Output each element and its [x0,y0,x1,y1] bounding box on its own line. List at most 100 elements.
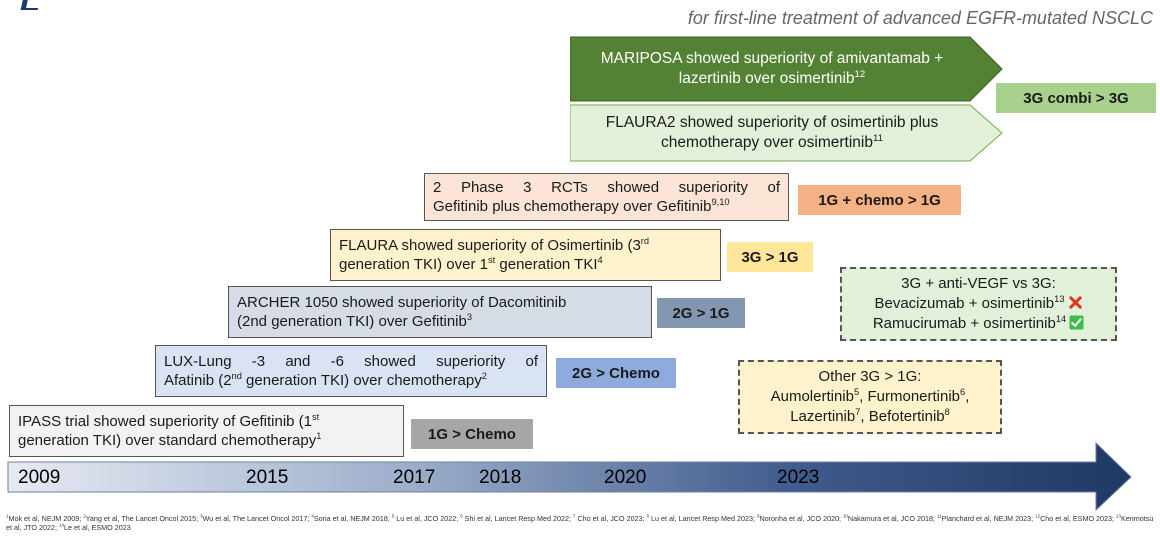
befotertinib: , Befotertinib [860,408,945,425]
reference-number: 2 [83,513,86,519]
mariposa-text: MARIPOSA showed superiority of amivantam… [572,38,972,100]
year-2009: 2009 [18,467,61,488]
mariposa-line-2: lazertinib over osimertinib [678,70,855,87]
year-2020: 2020 [604,467,647,488]
reference-number: 3 [200,513,203,519]
aumolertinib: Aumolertinib [770,388,854,405]
reference-number: 6 [460,513,463,519]
heading-fragment [0,0,60,10]
other-3g-title: Other 3G > 1G: [818,368,922,385]
ipass-box: IPASS trial showed superiority of Gefiti… [9,405,404,457]
badge-1g-gt-chemo: 1G > Chemo [411,419,533,449]
badge-2g-gt-chemo: 2G > Chemo [556,358,676,388]
reference-text: Lu et al, JCO 2022; [394,514,461,523]
mariposa-line-1: MARIPOSA showed superiority of amivantam… [600,50,944,67]
reference-text: Lu et al, Lancet Resp Med 2023; [649,514,757,523]
lazertinib-ref: 7 [855,407,861,417]
other-3g-box: Other 3G > 1G: Aumolertinib5, Furmonerti… [738,360,1002,434]
reference-number: 1 [6,513,9,519]
timeline-years: 2009 2015 2017 2018 2020 2023 [0,467,1100,491]
badge-1g-chemo-gt-1g: 1G + chemo > 1G [798,185,961,215]
ramucirumab-row: Ramucirumab + osimertinib [872,315,1056,332]
lux-line-2: Afatinib (2 [164,372,232,389]
reference-number: 9 [756,513,760,519]
reference-text: Shi et al, Lancet Resp Med 2022; [462,514,573,523]
reference-text: Cho et al, JCO 2023; [575,514,647,523]
badge-3g-combi: 3G combi > 3G [996,83,1156,113]
mariposa-arrow-shape [570,36,1003,102]
lux-ref: 2 [481,371,487,381]
cross-icon [1068,296,1082,309]
bevacizumab-row: Bevacizumab + osimertinib [874,295,1055,312]
comma: , [965,388,970,405]
reference-text: Mok et al, NEJM 2009; [8,514,84,523]
lazertinib: Lazertinib [790,408,856,425]
flaura-line-1: FLAURA showed superiority of Osimertinib… [339,237,641,254]
ipass-sup-st: st [312,412,320,422]
flaura2-text: FLAURA2 showed superiority of osimertini… [572,105,972,161]
lux-sup-nd: nd [231,371,242,381]
reference-number: 8 [646,513,650,519]
year-2018: 2018 [479,467,522,488]
anti-vegf-box: 3G + anti-VEGF vs 3G: Bevacizumab + osim… [840,267,1117,341]
timeline-arrow [7,441,1132,512]
references: 1Mok et al, NEJM 2009; 2Yang et al, The … [6,514,1156,532]
slide-subtitle: for first-line treatment of advanced EGF… [687,8,1153,28]
bevacizumab-ref: 13 [1054,294,1065,304]
ipass-ref: 1 [316,431,322,441]
reference-number: 14 [59,522,64,528]
reference-text: Kenmotsu et al, JTO 2022; [6,514,1154,532]
reference-text: Noronha et al, JCO 2020; [759,514,843,523]
furmonertinib-ref: 6 [960,387,966,397]
flaura-sup-rd: rd [640,236,650,246]
ramucirumab-ref: 14 [1055,314,1067,324]
flaura-box: FLAURA showed superiority of Osimertinib… [330,229,721,281]
lux-lung-box: LUX-Lung -3 and -6 showed superiority of… [155,345,547,397]
check-icon [1069,315,1084,330]
reference-text: Wu et al, The Lancet Oncol 2017; [202,514,312,523]
ipass-line-1: IPASS trial showed superiority of Gefiti… [18,413,313,430]
badge-2g-gt-1g: 2G > 1G [657,298,745,328]
badge-3g-gt-1g: 3G > 1G [727,242,813,272]
anti-vegf-title: 3G + anti-VEGF vs 3G: [901,275,1056,292]
reference-text: Soria et al, NEJM 2018; [313,514,392,523]
flaura-sup-st: st [487,255,496,265]
lux-line-1: LUX-Lung -3 and -6 showed superiority of [164,353,538,370]
reference-number: 5 [391,513,395,519]
reference-number: 10 [842,513,848,519]
mariposa-ref: 12 [854,68,866,80]
year-2017: 2017 [393,467,436,488]
reference-number: 12 [1035,513,1041,519]
reference-number: 11 [937,513,942,519]
reference-number: 13 [1116,513,1121,519]
reference-text: Le et al, ESMO 2023 [63,523,131,532]
reference-text: Planchard et al, NEJM 2023; [941,514,1036,523]
lux-line-2-tail: generation TKI) over chemotherapy [241,372,482,389]
befotertinib-ref: 8 [944,407,950,417]
aumolertinib-ref: 5 [853,387,860,397]
flaura-line-2-tail: generation TKI [495,256,598,273]
archer-line-2: (2nd generation TKI) over Gefitinib [237,313,467,330]
ipass-line-2: generation TKI) over standard chemothera… [18,432,317,449]
reference-text: Yang et al, The Lancet Oncol 2015; [85,514,201,523]
flaura-line-2: generation TKI) over 1 [339,256,488,273]
archer-box: ARCHER 1050 showed superiority of Dacomi… [228,286,652,338]
flaura2-line-1: FLAURA2 showed superiority of osimertini… [605,114,939,131]
reference-number: 7 [572,513,576,519]
rcts-line-2: Gefitinib plus chemotherapy over Gefitin… [433,198,712,215]
reference-number: 4 [311,513,314,519]
flaura2-ref: 11 [872,132,883,144]
rcts-ref: 9,10 [711,197,730,207]
furmonertinib: , Furmonertinib [859,388,961,405]
year-2015: 2015 [246,467,289,488]
year-2023: 2023 [777,467,820,488]
flaura-ref: 4 [597,255,603,265]
archer-ref: 3 [466,312,473,322]
reference-text: Nakamura et al, JCO 2018; [847,514,938,523]
rcts-box: 2 Phase 3 RCTs showed superiority of Gef… [424,173,789,221]
archer-line-1: ARCHER 1050 showed superiority of Dacomi… [237,294,567,311]
flaura2-line-2: chemotherapy over osimertinib [661,134,873,151]
rcts-line-1: 2 Phase 3 RCTs showed superiority of [433,179,780,196]
reference-text: Cho et al, ESMO 2023; [1040,514,1117,523]
flaura2-arrow-shape [570,104,1003,162]
